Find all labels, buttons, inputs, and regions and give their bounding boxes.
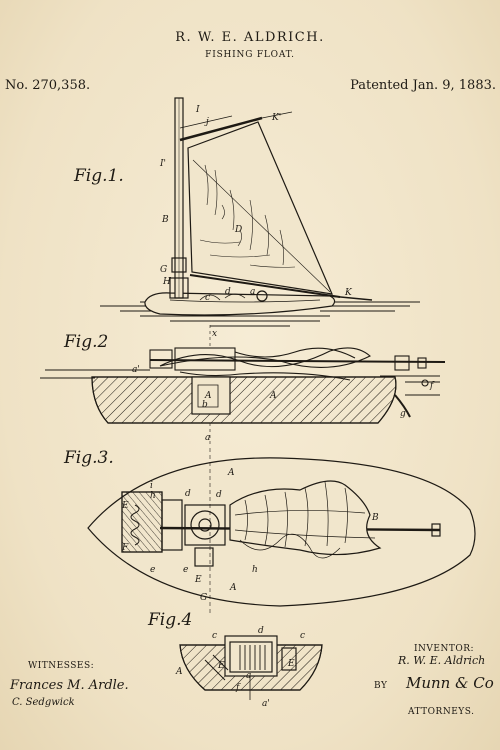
patent-number: No. 270,358. — [5, 78, 91, 93]
attorneys-label: ATTORNEYS. — [408, 707, 475, 717]
svg-text:a: a — [246, 671, 251, 681]
fig2-label: Fig.2 — [64, 332, 109, 352]
svg-text:G: G — [160, 265, 167, 275]
svg-text:E: E — [217, 661, 225, 671]
svg-text:c: c — [212, 631, 217, 641]
fig1-label: Fig.1. — [74, 166, 124, 186]
inventor-signature: R. W. E. Aldrich — [398, 654, 486, 667]
fig2-drawing: a' Ab Ag x a f — [40, 325, 446, 445]
attorney-signature: Munn & Co — [406, 674, 494, 692]
witnesses-label: WITNESSES: — [28, 661, 95, 671]
svg-text:B: B — [161, 215, 169, 225]
svg-text:E: E — [287, 659, 295, 669]
svg-text:i: i — [150, 481, 153, 491]
patent-title: FISHING FLOAT. — [205, 50, 295, 60]
svg-text:K: K — [344, 288, 353, 298]
svg-text:H: H — [162, 277, 171, 287]
svg-text:c: c — [205, 293, 210, 303]
svg-text:A: A — [227, 468, 235, 478]
svg-text:f: f — [429, 381, 435, 391]
inventor-label: INVENTOR: — [414, 644, 475, 654]
svg-text:B: B — [371, 513, 379, 523]
svg-text:I': I' — [159, 159, 166, 169]
fig3-label: Fig.3. — [64, 448, 114, 468]
svg-text:a: a — [250, 287, 255, 297]
svg-text:d: d — [225, 287, 231, 297]
svg-text:A: A — [229, 583, 237, 593]
svg-text:A: A — [269, 391, 277, 401]
svg-text:x: x — [212, 329, 217, 339]
witness-signature-2: C. Sedgwick — [12, 697, 75, 708]
svg-text:d: d — [216, 490, 222, 500]
svg-text:e: e — [183, 565, 188, 575]
fig3-drawing: Aih EFd dEe heA BG — [87, 448, 476, 615]
svg-text:h: h — [150, 491, 156, 501]
svg-text:c: c — [300, 631, 305, 641]
svg-text:K': K' — [271, 113, 281, 123]
svg-text:I: I — [195, 105, 200, 115]
svg-text:d: d — [185, 489, 191, 499]
svg-text:d: d — [258, 626, 264, 636]
svg-text:a': a' — [262, 699, 270, 709]
svg-text:j: j — [204, 117, 209, 127]
inventor-name-header: R. W. E. ALDRICH. — [175, 30, 325, 45]
svg-text:g: g — [400, 409, 406, 419]
svg-text:f: f — [235, 683, 241, 693]
witness-signature-1: Frances M. Ardle. — [10, 678, 129, 693]
svg-text:a': a' — [132, 365, 140, 375]
svg-text:G: G — [200, 593, 207, 603]
svg-text:h: h — [252, 565, 258, 575]
svg-text:D: D — [234, 225, 242, 235]
svg-text:A: A — [175, 667, 183, 677]
fig4-label: Fig.4 — [148, 610, 193, 630]
svg-text:e: e — [150, 565, 155, 575]
svg-text:E: E — [121, 501, 129, 511]
svg-text:E: E — [194, 575, 202, 585]
svg-text:a: a — [205, 433, 210, 443]
svg-text:b: b — [202, 400, 208, 410]
fig4-drawing: d c c E Ea Af a' — [175, 626, 323, 709]
patent-date: Patented Jan. 9, 1883. — [350, 78, 496, 93]
svg-text:A: A — [204, 391, 212, 401]
by-label: BY — [374, 681, 388, 691]
fig1-drawing: Ij K' I' B G H D K c d a — [100, 97, 420, 327]
svg-text:F: F — [121, 543, 129, 553]
